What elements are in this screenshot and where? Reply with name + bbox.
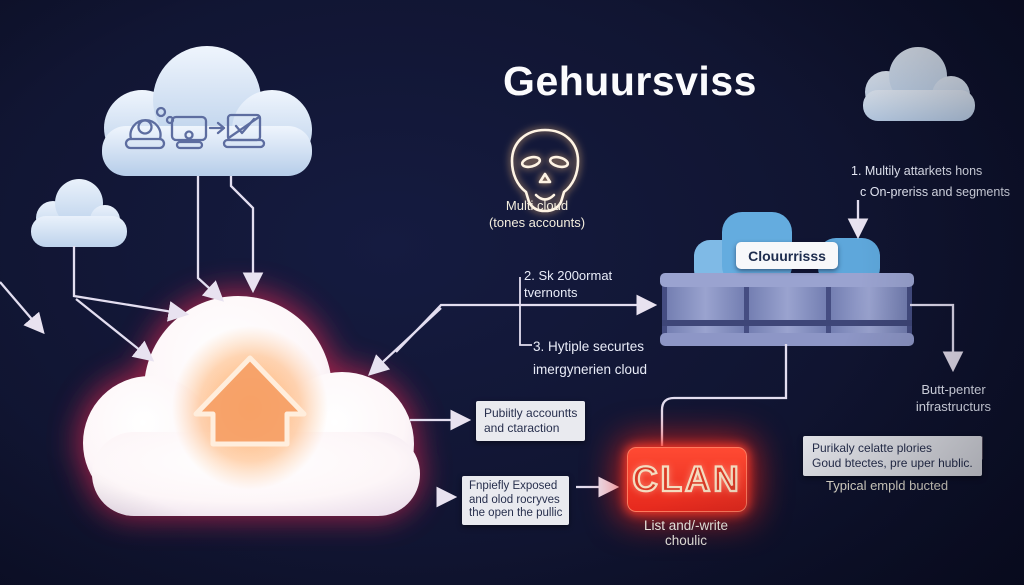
clan-badge-caption: List and/-write choulic <box>643 518 729 548</box>
policies-box: Purikaly celatte plories Goud btectes, p… <box>803 436 982 476</box>
mask-caption: Multi cloud (tones accounts) <box>470 197 604 231</box>
exposed-box-line3: the open the pullic <box>469 507 563 519</box>
accounts-box: Pubiitly accountts and ctaraction <box>476 401 586 441</box>
note-1: 1. Multily attarkets hons c On-preriss a… <box>851 163 1010 200</box>
small-cloud <box>31 179 127 247</box>
note-2-line2: tvernonts <box>524 285 578 300</box>
note-3: 3. Hytiple securtes imergynerien cloud <box>533 335 647 381</box>
source-cloud <box>102 46 312 176</box>
accounts-box-line2: and ctaraction <box>484 421 560 435</box>
server-platform <box>660 273 914 346</box>
server-label-chip: Clouurrisss <box>736 242 838 269</box>
arrow-line <box>75 298 155 362</box>
arrow-line <box>72 246 190 322</box>
server-right-line <box>910 303 964 373</box>
arrow-line <box>196 176 225 302</box>
server-label: Clouurrisss <box>748 247 826 264</box>
page-title: Gehuursviss <box>503 58 757 104</box>
server-to-badge-line <box>660 344 788 446</box>
accounts-box-line1: Pubiitly accountts <box>484 406 578 420</box>
note-1-line2: c On-preriss and segments <box>860 185 1011 199</box>
mask-caption-line2: (tones accounts) <box>488 215 586 230</box>
datacenter-caption: Butt-penter infrastructurs <box>906 381 1001 415</box>
note-2: 2. Sk 200ormat tvernonts <box>524 267 612 301</box>
datacenter-caption-line1: Butt-penter <box>921 382 986 397</box>
note-2-line1: 2. Sk 200ormat <box>524 268 613 283</box>
exposed-box: Fnpiefly Exposed and olod rocryves the o… <box>462 476 570 525</box>
clan-badge-label: CLAN <box>631 458 742 499</box>
policies-caption: Typical empld bucted <box>826 478 949 493</box>
mask-caption-line1: Multi cloud <box>505 198 569 213</box>
note-3-line2: imergynerien cloud <box>533 362 648 377</box>
note-3-line1: 3. Hytiple securtes <box>533 339 645 354</box>
policies-box-line2: Goud btectes, pre uper hublic. <box>812 456 973 470</box>
arrow-line <box>0 281 45 335</box>
top-right-cloud <box>863 47 975 121</box>
arrow-line <box>229 176 264 294</box>
clan-badge: CLAN <box>627 447 747 512</box>
policies-box-line1: Purikaly celatte plories <box>812 441 933 455</box>
datacenter-caption-line2: infrastructurs <box>915 399 992 414</box>
exposed-box-line1: Fnpiefly Exposed <box>469 480 558 492</box>
note-1-line1: 1. Multily attarkets hons <box>851 164 983 178</box>
exposed-box-line2: and olod rocryves <box>469 493 560 506</box>
